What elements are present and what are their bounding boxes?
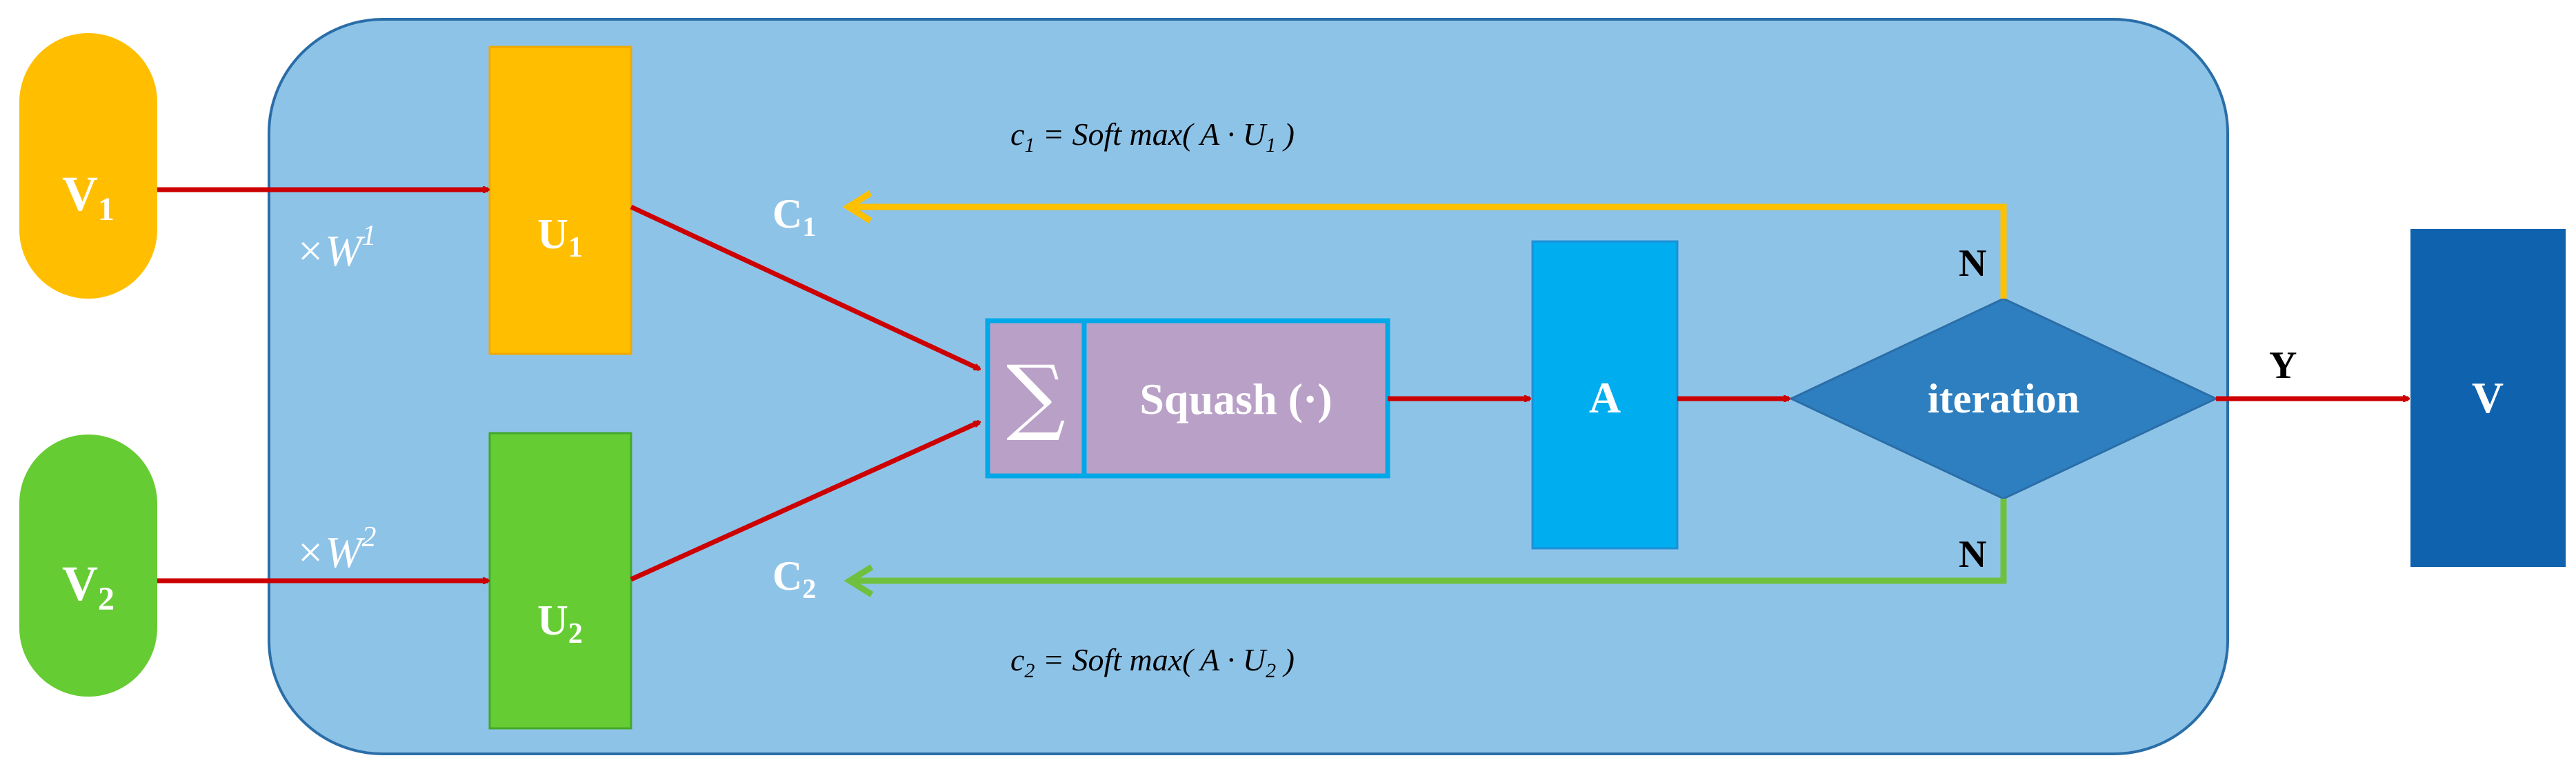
c1-label: C1: [772, 191, 816, 242]
feedback-c2-arrowhead: [843, 564, 874, 597]
weight-w1: ×W1: [295, 220, 377, 275]
squash-label: Squash (·): [1139, 375, 1332, 423]
v1-label: V: [62, 166, 98, 221]
u2-sub: 2: [568, 618, 583, 650]
arrow-u2-sum: [630, 419, 979, 582]
svg-text:V1: V1: [62, 166, 114, 228]
iteration-label: iteration: [1928, 376, 2079, 421]
u1-label: U: [537, 211, 568, 258]
v-output-node: V: [2410, 229, 2566, 567]
c2-label: C2: [772, 553, 816, 604]
iteration-decision: iteration: [1788, 297, 2219, 500]
feedback-c1-line: [854, 203, 2007, 299]
sum-squash-block: ∑ Squash (·): [985, 318, 1390, 479]
u2-label: U: [537, 597, 568, 644]
v1-node: V1: [19, 33, 157, 299]
sum-symbol: ∑: [1006, 348, 1066, 444]
arrow-u1-sum: [630, 204, 979, 372]
decision-no-top: N: [1959, 242, 1986, 285]
v1-sub: 1: [98, 191, 114, 228]
svg-text:V2: V2: [62, 556, 114, 617]
u1-sub: 1: [568, 232, 583, 263]
decision-yes: Y: [2269, 344, 2297, 387]
feedback-c1-arrowhead: [842, 190, 872, 223]
decision-no-bottom: N: [1959, 533, 1986, 576]
feedback-c2-line: [855, 499, 2007, 584]
v2-sub: 2: [98, 581, 114, 617]
a-label: A: [1589, 373, 1621, 422]
v2-label: V: [62, 556, 98, 611]
svg-text:U1: U1: [537, 211, 583, 263]
formula-c1: c1 = Soft max( A · U1 ): [1010, 117, 1295, 157]
v2-node: V2: [19, 435, 157, 697]
svg-text:U2: U2: [537, 597, 583, 650]
u2-node: U2: [488, 432, 632, 730]
formula-c2: c2 = Soft max( A · U2 ): [1010, 642, 1295, 682]
v-output-label: V: [2472, 373, 2504, 422]
u1-node: U1: [488, 46, 632, 355]
a-node: A: [1531, 240, 1679, 550]
weight-w2: ×W2: [295, 521, 377, 577]
